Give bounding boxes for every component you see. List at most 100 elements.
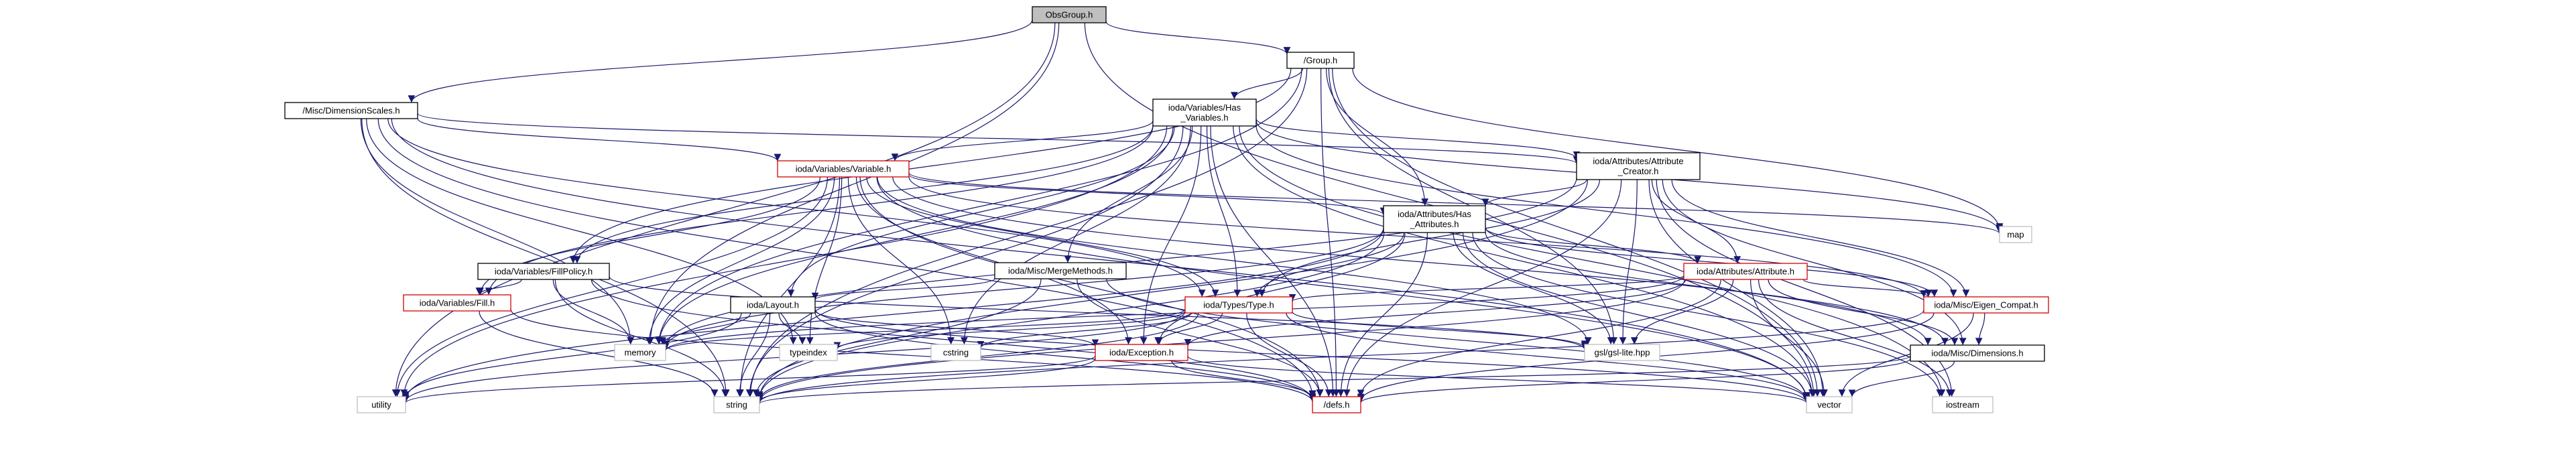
node-box-type (1184, 296, 1293, 314)
node-hasvars[interactable]: ioda/Variables/Has_Variables.h (1152, 99, 1257, 127)
edge-attribute-to-eigen (1802, 279, 1933, 298)
edge-variable-to-memory (645, 176, 835, 345)
node-label-dimensions-0: ioda/Misc/Dimensions.h (1931, 348, 2023, 359)
edge-attrcreator-to-dimensions (1662, 179, 1967, 346)
dependency-edges (360, 19, 2004, 405)
node-exception[interactable]: ioda/Exception.h (1095, 344, 1188, 361)
node-label-hasattrs-1: _Attributes.h (1410, 219, 1459, 229)
edge-hasattrs-to-gsl (1453, 232, 1615, 345)
node-box-memory (614, 344, 666, 361)
edge-eigen-to-string (755, 310, 1924, 403)
edge-hasvars-to-defs (1210, 125, 1337, 397)
node-group[interactable]: /Group.h (1286, 52, 1355, 69)
node-string[interactable]: string (713, 396, 760, 413)
edge-attribute-to-type (1288, 275, 1684, 302)
node-box-obsgroup (1032, 6, 1107, 23)
edge-type-to-memory (662, 308, 1186, 351)
node-memory[interactable]: memory (614, 344, 666, 361)
node-label-obsgroup-0: ObsGroup.h (1046, 10, 1093, 20)
node-variable[interactable]: ioda/Variables/Variable.h (777, 160, 910, 178)
node-box-fill (403, 294, 511, 312)
node-vector[interactable]: vector (1806, 396, 1853, 413)
edge-hasattrs-to-utility (402, 228, 1384, 401)
edge-group-to-memory (655, 68, 1302, 345)
node-label-typeindex-0: typeindex (790, 348, 827, 358)
node-defs[interactable]: /defs.h (1312, 396, 1361, 413)
edge-fillpolicy-to-string (554, 279, 729, 397)
node-label-defs-0: /defs.h (1323, 400, 1349, 410)
edge-merge-to-string (752, 278, 1042, 397)
node-label-attrcreator-1: _Creator.h (1617, 166, 1659, 176)
node-typeindex[interactable]: typeindex (779, 344, 838, 361)
edge-hasvars-to-cstring (961, 125, 1191, 345)
node-box-exception (1095, 344, 1188, 361)
edge-obsgroup-to-group (1105, 21, 1291, 55)
node-eigen[interactable]: ioda/Misc/Eigen_Compat.h (1923, 296, 2049, 314)
edge-dimensions-to-string (756, 355, 1911, 405)
node-label-hasattrs-0: ioda/Attributes/Has (1398, 209, 1471, 219)
edge-attribute-to-exception (1184, 279, 1686, 346)
edge-hasvars-to-utility (400, 125, 1168, 397)
node-label-string-0: string (726, 400, 747, 410)
node-label-map-0: map (2007, 230, 2024, 240)
edge-exception-to-utility (402, 355, 1096, 404)
node-attrcreator[interactable]: ioda/Attributes/Attribute_Creator.h (1576, 152, 1701, 180)
node-box-map (1999, 226, 2032, 243)
node-dimscales[interactable]: /Misc/DimensionScales.h (284, 102, 418, 119)
node-label-gsl-0: gsl/gsl-lite.hpp (1594, 348, 1650, 358)
edge-variable-to-map (908, 172, 2004, 235)
node-box-string (713, 396, 760, 413)
edge-dimscales-to-memory (360, 118, 635, 345)
node-layout[interactable]: ioda/Layout.h (730, 296, 816, 314)
node-attribute[interactable]: ioda/Attributes/Attribute.h (1683, 263, 1808, 280)
edge-attribute-to-vector (1750, 279, 1828, 397)
edge-attrcreator-to-iostream (1656, 179, 1956, 397)
node-box-iostream (1932, 396, 1994, 413)
node-type[interactable]: ioda/Types/Type.h (1184, 296, 1293, 314)
node-map[interactable]: map (1999, 226, 2032, 243)
edge-merge-to-vector (1106, 278, 1811, 401)
edge-fillpolicy-to-fill (475, 279, 522, 296)
node-box-fillpolicy (477, 263, 610, 280)
node-fillpolicy[interactable]: ioda/Variables/FillPolicy.h (477, 263, 610, 280)
edge-exception-to-defs (1171, 360, 1316, 399)
node-cstring[interactable]: cstring (930, 344, 981, 361)
edge-type-to-typeindex (833, 310, 1186, 350)
edge-hasvars-to-fillpolicy (573, 125, 1154, 264)
edge-attrcreator-to-type (1258, 179, 1601, 298)
edge-obsgroup-to-memory (646, 22, 1060, 345)
node-label-fillpolicy-0: ioda/Variables/FillPolicy.h (495, 267, 593, 277)
node-dimensions[interactable]: ioda/Misc/Dimensions.h (1910, 344, 2045, 362)
edge-dimscales-to-type (387, 118, 1206, 298)
edge-variable-to-eigen (908, 176, 1928, 298)
node-fill[interactable]: ioda/Variables/Fill.h (403, 294, 511, 312)
node-label-hasvars-1: _Variables.h (1180, 113, 1228, 123)
edge-eigen-to-vector (1838, 312, 1974, 397)
node-hasattrs[interactable]: ioda/Attributes/Has_Attributes.h (1383, 205, 1486, 233)
node-box-attrcreator (1576, 152, 1701, 180)
node-box-vector (1806, 396, 1853, 413)
node-gsl[interactable]: gsl/gsl-lite.hpp (1584, 344, 1660, 361)
node-obsgroup[interactable]: ObsGroup.h (1032, 6, 1107, 23)
node-label-iostream-0: iostream (1946, 400, 1979, 410)
edge-group-to-hasvars (1231, 68, 1303, 100)
node-label-attribute-0: ioda/Attributes/Attribute.h (1697, 267, 1794, 277)
edge-group-to-defs (1320, 68, 1340, 397)
node-merge[interactable]: ioda/Misc/MergeMethods.h (994, 262, 1127, 279)
edge-merge-to-defs (1077, 278, 1324, 397)
edge-hasvars-to-eigen (1255, 125, 1957, 298)
node-box-hasvars (1152, 99, 1257, 127)
node-label-memory-0: memory (625, 348, 656, 358)
node-label-variable-0: ioda/Variables/Variable.h (796, 164, 892, 174)
edge-variable-to-cstring (847, 176, 955, 345)
edge-layout-to-typeindex (778, 312, 806, 345)
node-box-cstring (930, 344, 981, 361)
node-label-attrcreator-0: ioda/Attributes/Attribute (1593, 156, 1683, 166)
node-box-utility (357, 396, 406, 413)
edge-variable-to-type (866, 176, 1219, 298)
node-utility[interactable]: utility (357, 396, 406, 413)
edge-hasattrs-to-type (1253, 232, 1404, 298)
edge-layout-to-utility (402, 312, 742, 399)
node-label-merge-0: ioda/Misc/MergeMethods.h (1008, 266, 1113, 276)
node-iostream[interactable]: iostream (1932, 396, 1994, 413)
